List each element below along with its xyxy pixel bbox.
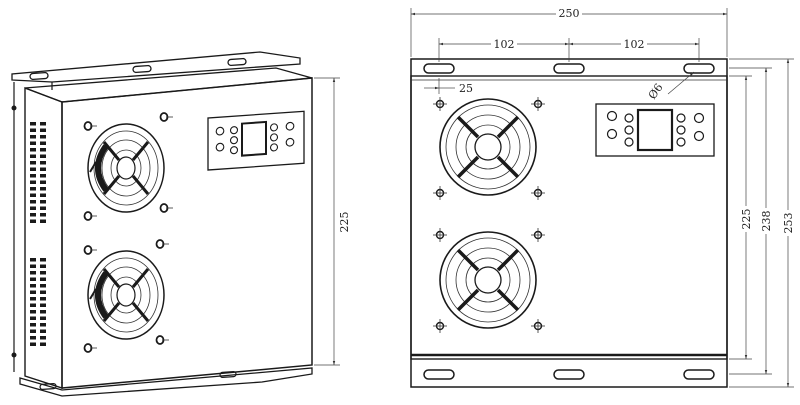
dim-iso-height: 225: [338, 212, 351, 233]
dim-pitch-left: 102: [494, 38, 515, 51]
fan-guard-lower-iso: [88, 251, 164, 339]
side-vents-lower: [30, 258, 46, 346]
dim-pitch-right: 102: [624, 38, 645, 51]
fan-guard-lower: [438, 230, 538, 330]
dim-overall-height: 253: [782, 213, 795, 234]
mount-slot-top-center: [553, 63, 585, 74]
front-view: 250 102 102 25 Ø6 225 238: [410, 6, 795, 388]
dim-body-height: 225: [740, 209, 753, 230]
dim-edge-offset: 25: [459, 82, 473, 95]
mount-slot-top-right: [683, 63, 715, 74]
fan-guard-upper: [438, 97, 538, 197]
control-panel-iso: [207, 110, 305, 171]
mount-slot-bottom-center: [553, 369, 585, 380]
isometric-view: 225: [11, 51, 351, 397]
dim-flange-height: 238: [760, 211, 773, 232]
dim-overall-width: 250: [559, 7, 580, 20]
mount-slot-bottom-right: [683, 369, 715, 380]
control-panel-front: [594, 102, 716, 158]
mount-slot-top-left: [423, 63, 455, 74]
side-vents-upper: [30, 122, 46, 223]
dim-hole-diameter: Ø6: [646, 81, 666, 102]
fan-guard-upper-iso: [88, 124, 164, 212]
mount-slot-bottom-left: [423, 369, 455, 380]
